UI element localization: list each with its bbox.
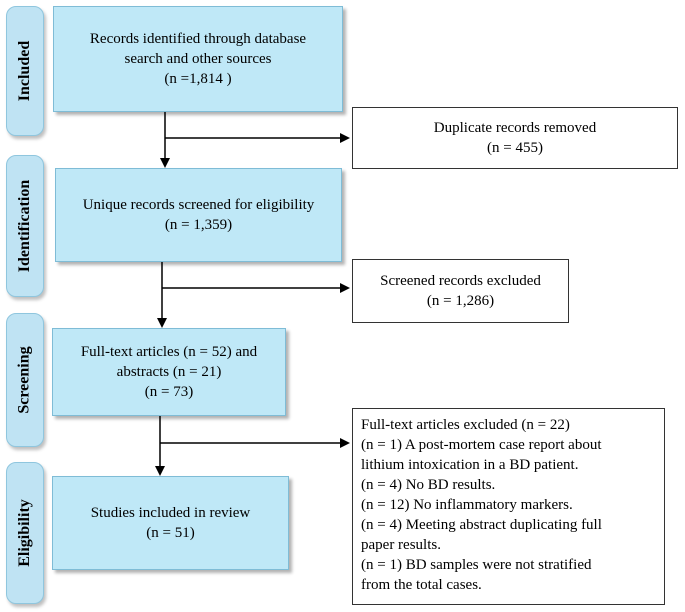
fulltext-articles-line2: abstracts (n = 21) <box>116 364 222 380</box>
fulltext-articles-line1: Full-text articles (n = 52) and <box>80 344 258 360</box>
unique-records-line2: (n = 1,359) <box>164 217 233 233</box>
stage-included: Included <box>6 6 44 136</box>
fulltext-excluded-line2: (n = 1) A post-mortem case report about <box>361 437 602 453</box>
screened-excluded-line1: Screened records excluded <box>380 273 541 289</box>
studies-included-line1: Studies included in review <box>90 505 251 521</box>
duplicates-removed-line2: (n = 455) <box>487 140 543 156</box>
fulltext-excluded-line4: (n = 4) No BD results. <box>361 477 496 493</box>
fulltext-articles-box: Full-text articles (n = 52) and abstract… <box>52 328 286 416</box>
studies-included-box: Studies included in review (n = 51) <box>52 476 289 570</box>
fulltext-excluded-line7: paper results. <box>361 537 441 553</box>
studies-included-line2: (n = 51) <box>146 525 195 541</box>
fulltext-excluded-line1: Full-text articles excluded (n = 22) <box>361 417 570 433</box>
records-identified-line1: Records identified through database <box>89 31 307 47</box>
unique-records-line1: Unique records screened for eligibility <box>82 197 315 213</box>
fulltext-excluded-line9: from the total cases. <box>361 577 482 593</box>
stage-screening: Screening <box>6 313 44 447</box>
records-identified-line2: search and other sources <box>124 51 272 67</box>
fulltext-excluded-line3: lithium intoxication in a BD patient. <box>361 457 579 473</box>
screened-excluded-line2: (n = 1,286) <box>426 293 495 309</box>
unique-records-box: Unique records screened for eligibility … <box>55 168 342 262</box>
stage-eligibility: Eligibility <box>6 462 44 604</box>
fulltext-excluded-line6: (n = 4) Meeting abstract duplicating ful… <box>361 517 602 533</box>
stage-identification: Identification <box>6 155 44 297</box>
duplicates-removed-line1: Duplicate records removed <box>433 120 597 136</box>
records-identified-line3: (n =1,814 ) <box>164 71 232 87</box>
fulltext-articles-line3: (n = 73) <box>144 384 194 400</box>
fulltext-excluded-box: Full-text articles excluded (n = 22) (n … <box>352 408 665 605</box>
fulltext-excluded-line8: (n = 1) BD samples were not stratified <box>361 557 592 573</box>
screened-excluded-box: Screened records excluded (n = 1,286) <box>352 259 569 323</box>
duplicates-removed-box: Duplicate records removed (n = 455) <box>352 107 678 169</box>
records-identified-box: Records identified through database sear… <box>53 6 343 112</box>
fulltext-excluded-line5: (n = 12) No inflammatory markers. <box>361 497 573 513</box>
